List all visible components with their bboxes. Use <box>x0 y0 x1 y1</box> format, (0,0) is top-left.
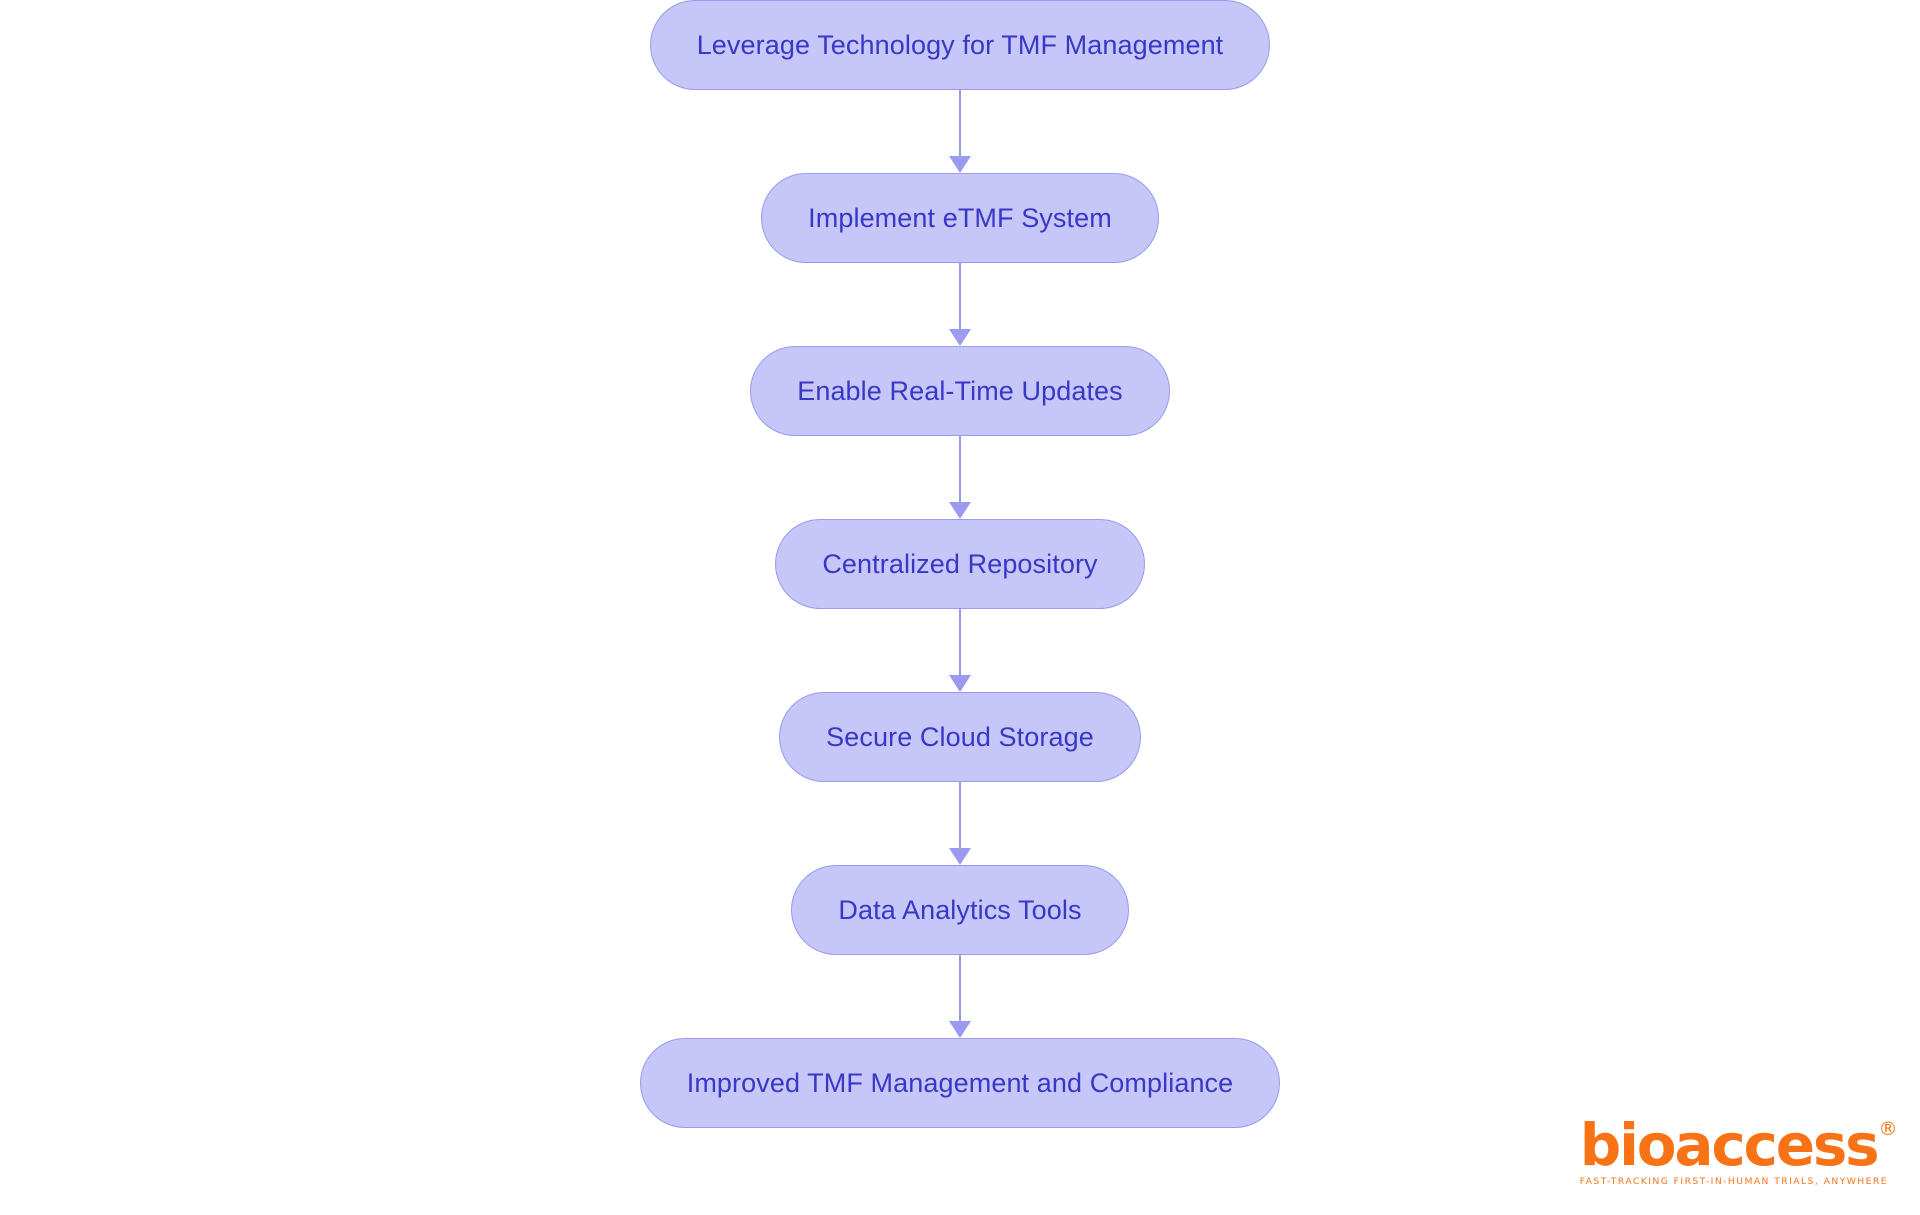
flow-node-label: Leverage Technology for TMF Management <box>696 29 1224 60</box>
arrow-head-icon <box>949 848 971 865</box>
flow-node-label: Data Analytics Tools <box>838 894 1082 925</box>
arrow-head-icon <box>949 329 971 346</box>
arrow-head-icon <box>949 502 971 519</box>
flow-arrow-5 <box>949 782 971 865</box>
arrow-stem <box>958 955 962 1021</box>
flow-node-label: Implement eTMF System <box>808 202 1112 233</box>
flow-node-secure-cloud-storage[interactable]: Secure Cloud Storage <box>779 692 1141 782</box>
flow-arrow-2 <box>949 263 971 346</box>
arrow-stem <box>958 436 962 502</box>
arrow-head-icon <box>949 156 971 173</box>
registered-trademark-icon: ® <box>1878 1117 1898 1140</box>
flow-arrow-4 <box>949 609 971 692</box>
flow-arrow-6 <box>949 955 971 1038</box>
logo-wordmark: bioaccess ® <box>1580 1116 1898 1174</box>
flow-node-data-analytics-tools[interactable]: Data Analytics Tools <box>791 865 1129 955</box>
arrow-stem <box>958 609 962 675</box>
flow-node-label: Improved TMF Management and Compliance <box>686 1067 1234 1098</box>
arrow-stem <box>958 263 962 329</box>
flow-node-improved-tmf-management-and-compliance[interactable]: Improved TMF Management and Compliance <box>639 1038 1281 1128</box>
flow-node-label: Secure Cloud Storage <box>826 721 1094 752</box>
flow-arrow-3 <box>949 436 971 519</box>
arrow-stem <box>958 90 962 156</box>
bioaccess-logo: bioaccess ® FAST-TRACKING FIRST-IN-HUMAN… <box>1579 1116 1898 1187</box>
flow-arrow-1 <box>949 90 971 173</box>
flowchart: Leverage Technology for TMF Management I… <box>639 0 1281 1128</box>
arrow-stem <box>958 782 962 848</box>
flow-node-leverage-technology-for-tmf-management[interactable]: Leverage Technology for TMF Management <box>649 0 1271 90</box>
logo-tagline: FAST-TRACKING FIRST-IN-HUMAN TRIALS, ANY… <box>1579 1176 1888 1187</box>
flow-node-implement-etmf-system[interactable]: Implement eTMF System <box>761 173 1159 263</box>
flow-node-label: Enable Real-Time Updates <box>797 375 1123 406</box>
arrow-head-icon <box>949 675 971 692</box>
flow-node-label: Centralized Repository <box>822 548 1098 579</box>
flow-node-enable-real-time-updates[interactable]: Enable Real-Time Updates <box>750 346 1170 436</box>
arrow-head-icon <box>949 1021 971 1038</box>
flow-node-centralized-repository[interactable]: Centralized Repository <box>775 519 1145 609</box>
logo-wordmark-text: bioaccess <box>1579 1110 1880 1179</box>
